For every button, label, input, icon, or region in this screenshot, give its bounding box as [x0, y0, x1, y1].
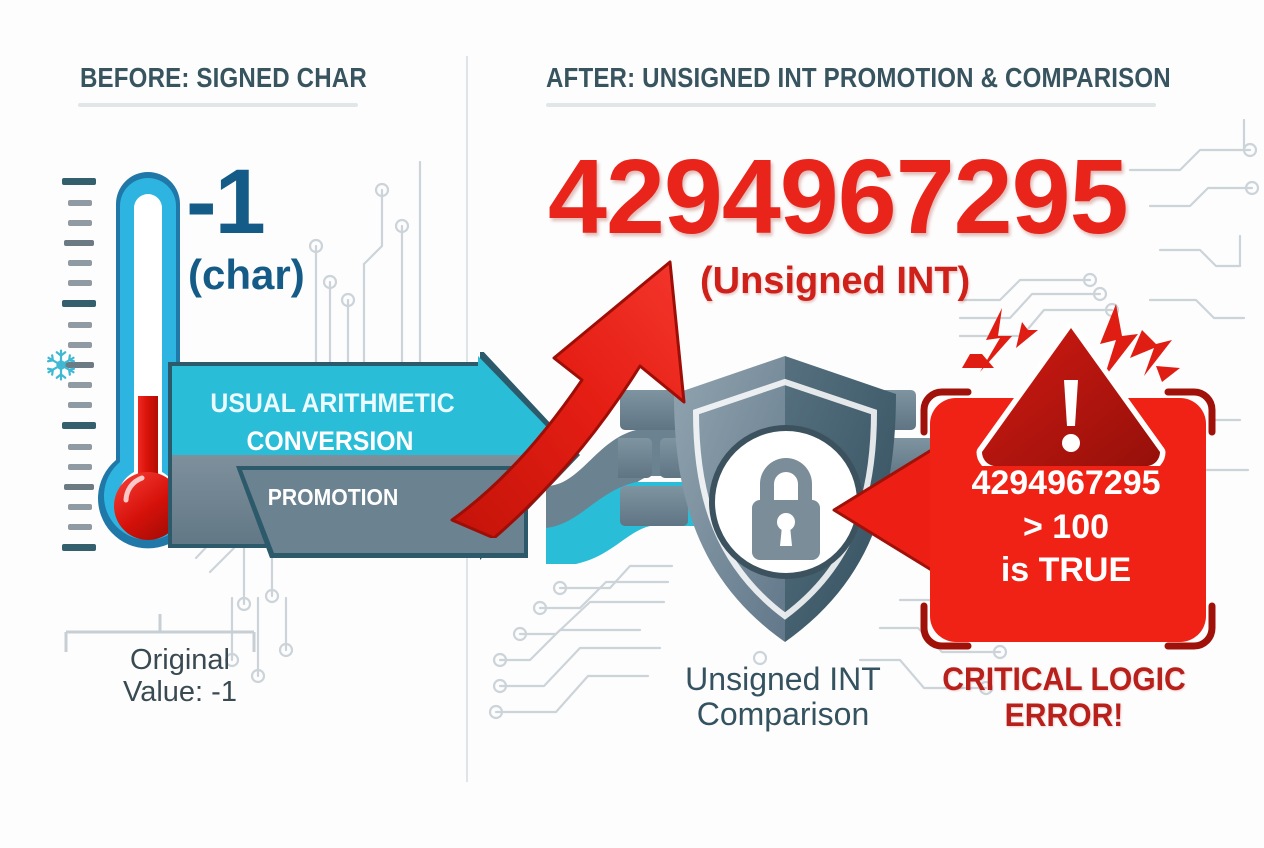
critical-callout-text: 4294967295 > 100 is TRUE: [944, 462, 1188, 593]
original-value-caption-line1: Original: [130, 644, 230, 676]
original-value-type: (char): [188, 251, 305, 298]
original-value-caption: Original Value: -1: [90, 644, 270, 709]
shield-caption: Unsigned INT Comparison: [660, 661, 906, 733]
snowflake-icon: [46, 349, 76, 381]
thermometer-scale: [62, 178, 96, 551]
red-up-arrow-icon: [450, 260, 686, 538]
promotion-label: PROMOTION: [267, 484, 399, 510]
shield-caption-line2: Comparison: [696, 696, 870, 733]
promotion-tab-shape: [236, 466, 528, 558]
spark-bolts: [962, 304, 1180, 382]
conversion-label-line1: USUAL ARITHMETIC: [210, 388, 455, 418]
promoted-value-type: (Unsigned INT): [700, 260, 971, 302]
warning-triangle-icon: [962, 304, 1180, 466]
header-after-underline: [546, 103, 1156, 107]
measurement-bracket: [64, 614, 256, 652]
conversion-label-line2: CONVERSION: [246, 426, 414, 456]
shield-caption-line1: Unsigned INT: [685, 661, 881, 697]
error-caption-line1: CRITICAL LOGIC: [942, 661, 1186, 697]
callout-line-2: > 100: [1022, 507, 1110, 546]
header-after: AFTER: UNSIGNED INT PROMOTION & COMPARIS…: [546, 62, 1171, 93]
error-caption: CRITICAL LOGIC ERROR!: [938, 661, 1190, 734]
error-caption-line2: ERROR!: [1004, 696, 1124, 733]
original-value-number: -1: [186, 151, 266, 253]
promoted-value-number: 4294967295: [548, 138, 1129, 256]
header-before-underline: [78, 103, 358, 107]
callout-line-3: is TRUE: [1000, 551, 1132, 590]
original-value-caption-line2: Value: -1: [123, 676, 237, 709]
callout-line-1: 4294967295: [971, 464, 1161, 502]
header-before: BEFORE: SIGNED CHAR: [80, 62, 367, 93]
